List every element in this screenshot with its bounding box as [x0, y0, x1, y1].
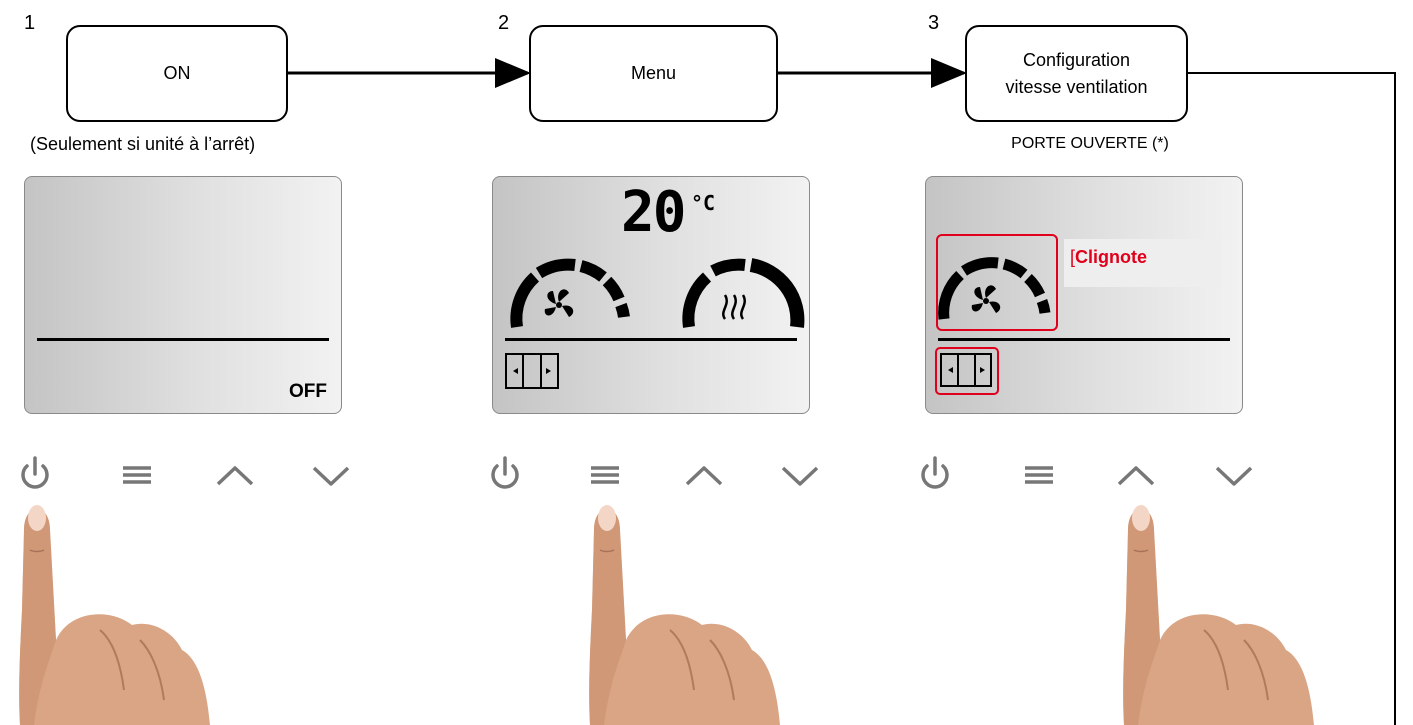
power-icon[interactable] [912, 452, 958, 498]
fan-gauge-icon [938, 257, 1051, 320]
step-3-box: Configuration vitesse ventilation [965, 25, 1188, 122]
hand-pressing-power-icon [19, 505, 211, 725]
off-status-text: OFF [289, 381, 327, 402]
temperature-value: 20 [621, 180, 686, 245]
heat-gauge-icon [682, 258, 805, 328]
step-3-label-line2: vitesse ventilation [1005, 76, 1148, 97]
step-1-box: ON [66, 25, 288, 122]
continuation-line [1188, 72, 1396, 725]
step-1-caption: (Seulement si unité à l’arrêt) [30, 134, 256, 154]
step-3-label-line1: Configuration [1022, 49, 1131, 70]
flashing-label: [Clignote [1064, 239, 1222, 287]
hand-pressing-up-icon [1123, 505, 1314, 725]
menu-icon[interactable] [582, 452, 628, 498]
power-icon[interactable] [482, 452, 528, 498]
lcd-divider-line [938, 338, 1230, 341]
step-2-label: Menu [630, 63, 677, 83]
lcd-display-3: [Clignote [925, 176, 1243, 414]
chevron-up-icon[interactable] [212, 452, 258, 498]
menu-icon[interactable] [114, 452, 160, 498]
chevron-down-icon[interactable] [1211, 452, 1257, 498]
door-highlight-frame [935, 347, 999, 395]
chevron-up-icon[interactable] [681, 452, 727, 498]
lcd-display-2: 20 °C [492, 176, 810, 414]
fan-highlight-frame [936, 234, 1058, 331]
hand-pressing-menu-icon [589, 505, 780, 725]
step-3-caption: PORTE OUVERTE (*) [1011, 135, 1169, 152]
temperature-unit: °C [691, 191, 716, 215]
chevron-down-icon[interactable] [777, 452, 823, 498]
step-2-number: 2 [498, 12, 510, 34]
step-2-box: Menu [529, 25, 778, 122]
step-3-number: 3 [928, 12, 940, 34]
flashing-label-text: Clignote [1075, 247, 1148, 267]
door-icon [505, 353, 559, 389]
chevron-up-icon[interactable] [1113, 452, 1159, 498]
chevron-down-icon[interactable] [308, 452, 354, 498]
step-1-label: ON [163, 63, 191, 83]
fan-gauge-icon [510, 258, 630, 328]
lcd-display-1: OFF [24, 176, 342, 414]
menu-icon[interactable] [1016, 452, 1062, 498]
power-icon[interactable] [12, 452, 58, 498]
lcd-divider-line [37, 338, 329, 341]
step-1-number: 1 [24, 12, 36, 34]
door-icon [940, 353, 992, 387]
lcd-divider-line [505, 338, 797, 341]
